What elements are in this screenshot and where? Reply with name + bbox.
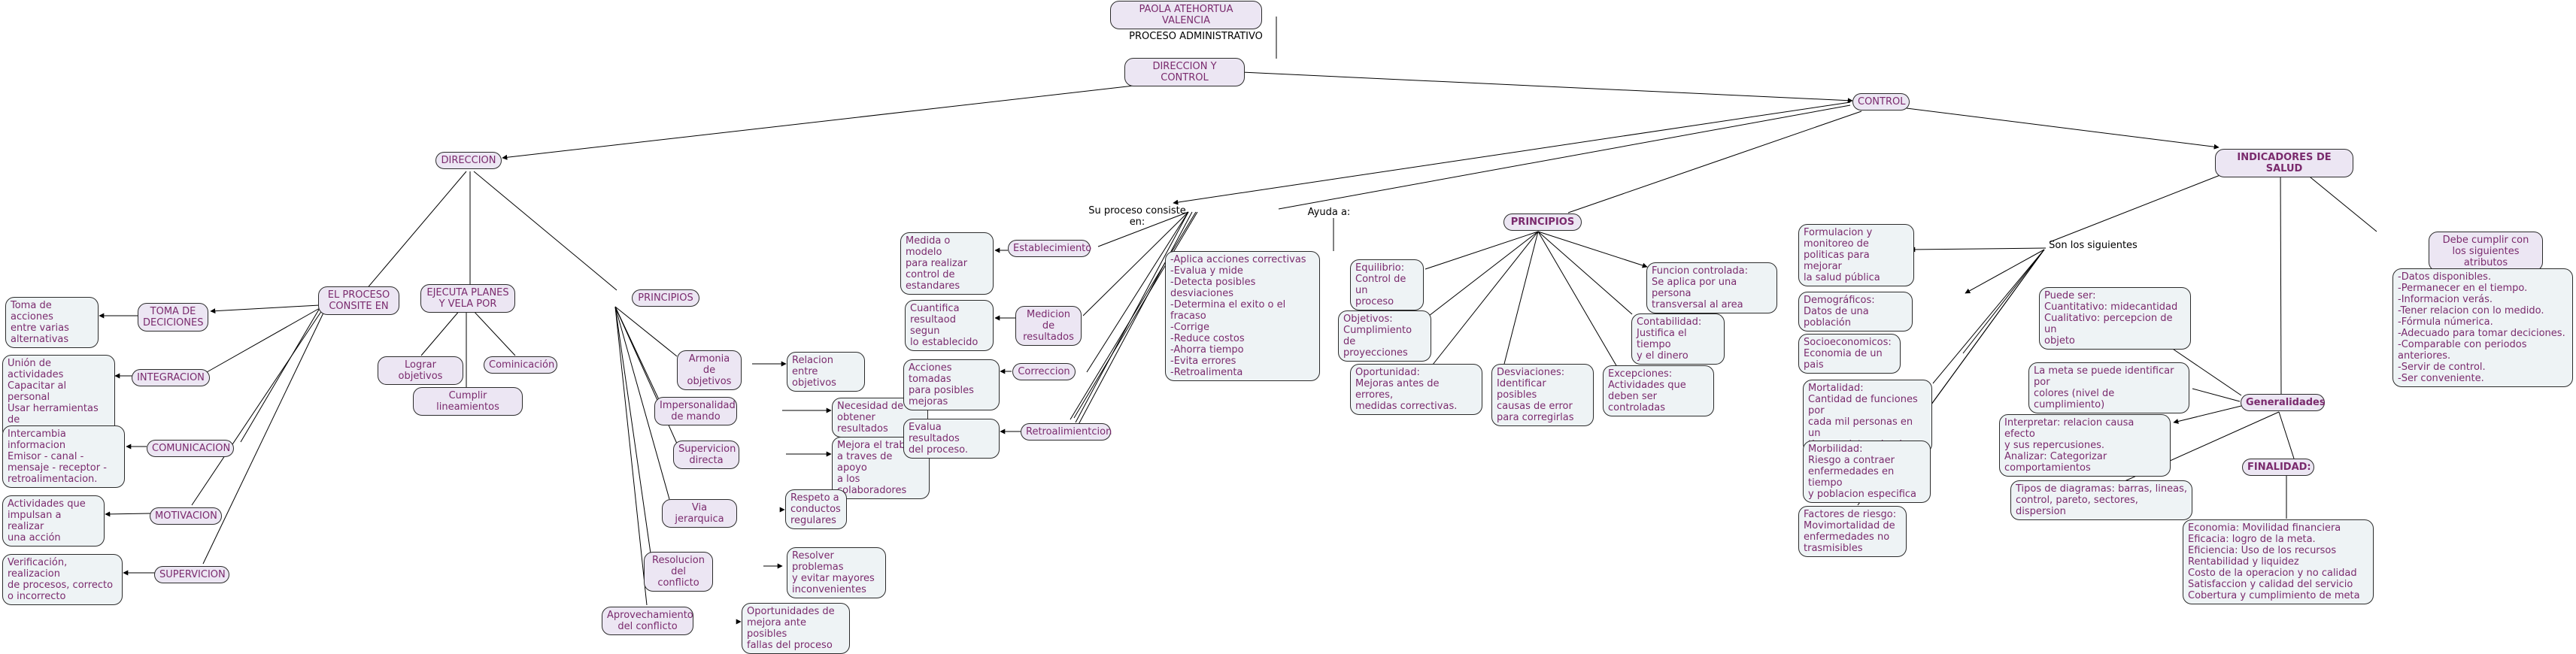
motivacion-text: Actividades que impulsan a realizar una …	[2, 495, 105, 547]
atributos-node[interactable]: Debe cumplir con los siguientes atributo…	[2429, 232, 2543, 271]
tipos-text: Tipos de diagramas: barras, lineas, cont…	[2010, 480, 2192, 520]
author-node[interactable]: PAOLA ATEHORTUA VALENCIA	[1110, 1, 1262, 29]
generalidades-node[interactable]: Generalidades	[2241, 394, 2326, 411]
principios-direccion-node[interactable]: PRINCIPIOS	[632, 289, 699, 307]
socioeconomicos-text: Socioeconomicos: Economia de un pais	[1798, 334, 1901, 374]
toma-text: Toma de acciones entre varias alternativ…	[5, 297, 99, 348]
direccion-node[interactable]: DIRECCION	[435, 152, 502, 169]
aprovechamiento-node[interactable]: Aprovechamiento del conflicto	[602, 607, 693, 635]
medicion-text: Cuantifica resultaod segun lo establecid…	[905, 300, 994, 351]
supervicion-node[interactable]: SUPERVICION	[154, 566, 229, 583]
integracion-node[interactable]: INTEGRACION	[132, 369, 210, 386]
supervicion-directa-node[interactable]: Supervicion directa	[673, 441, 739, 469]
funcion-text: Funcion controlada: Se aplica por una pe…	[1646, 262, 1777, 313]
ayuda-text: -Aplica acciones correctivas -Evalua y m…	[1165, 251, 1320, 381]
supervicion-directa-result: Mejora el trabajo a traves de apoyo a lo…	[832, 437, 930, 499]
root-node[interactable]: DIRECCION Y CONTROL	[1124, 58, 1245, 86]
economia-text: Economia: Movilidad financiera Eficacia:…	[2183, 519, 2374, 604]
retroalimentacion-text: Evalua resultados del proceso.	[903, 419, 1000, 459]
correccion-text: Acciones tomadas para posibles mejoras	[903, 359, 1000, 410]
ejecuta-node[interactable]: EJECUTA PLANES Y VELA POR	[420, 284, 515, 313]
demograficos-text: Demográficos: Datos de una población	[1798, 292, 1913, 332]
oportunidad-text: Oportunidad: Mejoras antes de errores, m…	[1350, 364, 1482, 415]
resolucion-node[interactable]: Resolucion del conflicto	[644, 552, 713, 592]
finalidad-node[interactable]: FINALIDAD:	[2242, 459, 2314, 476]
ayuda-label: Ayuda a:	[1307, 207, 1351, 218]
via-result: Respeto a conductos regulares	[785, 489, 847, 529]
su-proceso-label: Su proceso consiste en:	[1088, 205, 1186, 228]
medicion-node[interactable]: Medicion de resultados	[1015, 306, 1082, 346]
armonia-node[interactable]: Armonia de objetivos	[677, 350, 742, 390]
meta-text: La meta se puede identificar por colores…	[2028, 362, 2189, 413]
aprovechamiento-result: Oportunidades de mejora ante posibles fa…	[742, 603, 850, 654]
principios-control-node[interactable]: PRINCIPIOS	[1503, 213, 1582, 231]
armonia-result: Relacion entre objetivos	[787, 352, 865, 392]
process-label: PROCESO ADMINISTRATIVO	[1129, 31, 1263, 42]
supervicion-text: Verificación, realizacion de procesos, c…	[2, 554, 123, 605]
indicadores-node[interactable]: INDICADORES DE SALUD	[2215, 149, 2353, 177]
contabilidad-text: Contabilidad: Justifica el tiempo y el d…	[1631, 313, 1725, 365]
cominicacion-node[interactable]: Cominicación	[484, 356, 557, 374]
cumplir-node[interactable]: Cumplir lineamientos	[413, 387, 523, 416]
lograr-node[interactable]: Lograr objetivos	[378, 356, 463, 385]
son-label: Son los siguientes	[2049, 240, 2138, 251]
puede-ser-text: Puede ser: Cuantitativo: midecantidad Cu…	[2039, 287, 2191, 350]
equilibrio-text: Equilibrio: Control de un proceso	[1350, 259, 1424, 310]
toma-decisiones-node[interactable]: TOMA DE DECICIONES	[138, 303, 208, 332]
comunicacion-node[interactable]: COMUNICACION	[147, 440, 234, 457]
factores-text: Factores de riesgo: Movimortalidad de en…	[1798, 506, 1907, 557]
resolucion-result: Resolver problemas y evitar mayores inco…	[787, 547, 886, 598]
establecimiento-node[interactable]: Establecimiento	[1008, 240, 1091, 257]
correccion-node[interactable]: Correccion	[1012, 363, 1076, 380]
objetivos-text: Objetivos: Cumplimiento de proyecciones	[1338, 310, 1431, 362]
motivacion-node[interactable]: MOTIVACION	[150, 507, 222, 525]
control-node[interactable]: CONTROL	[1852, 93, 1910, 111]
retroalimentacion-node[interactable]: Retroalimientcion	[1021, 423, 1112, 441]
excepciones-text: Excepciones: Actividades que deben ser c…	[1603, 365, 1714, 416]
impersonalidad-node[interactable]: Impersonalidad de mando	[654, 397, 737, 425]
morbilidad-text: Morbilidad: Riesgo a contraer enfermedad…	[1803, 441, 1931, 503]
via-node[interactable]: Via jerarquica	[662, 499, 737, 528]
desviaciones-text: Desviaciones: Identificar posibles causa…	[1491, 364, 1594, 426]
establecimiento-text: Medida o modelo para realizar control de…	[900, 232, 994, 295]
atributos-text: -Datos disponibles. -Permanecer en el ti…	[2392, 268, 2573, 387]
proceso-consiste-node[interactable]: EL PROCESO CONSITE EN	[318, 286, 399, 315]
comunicacion-text: Intercambia informacion Emisor - canal -…	[2, 425, 125, 488]
formulacion-text: Formulacion y monitoreo de politicas par…	[1798, 224, 1914, 286]
interpretar-text: Interpretar: relacion causa efecto y sus…	[1999, 414, 2171, 477]
